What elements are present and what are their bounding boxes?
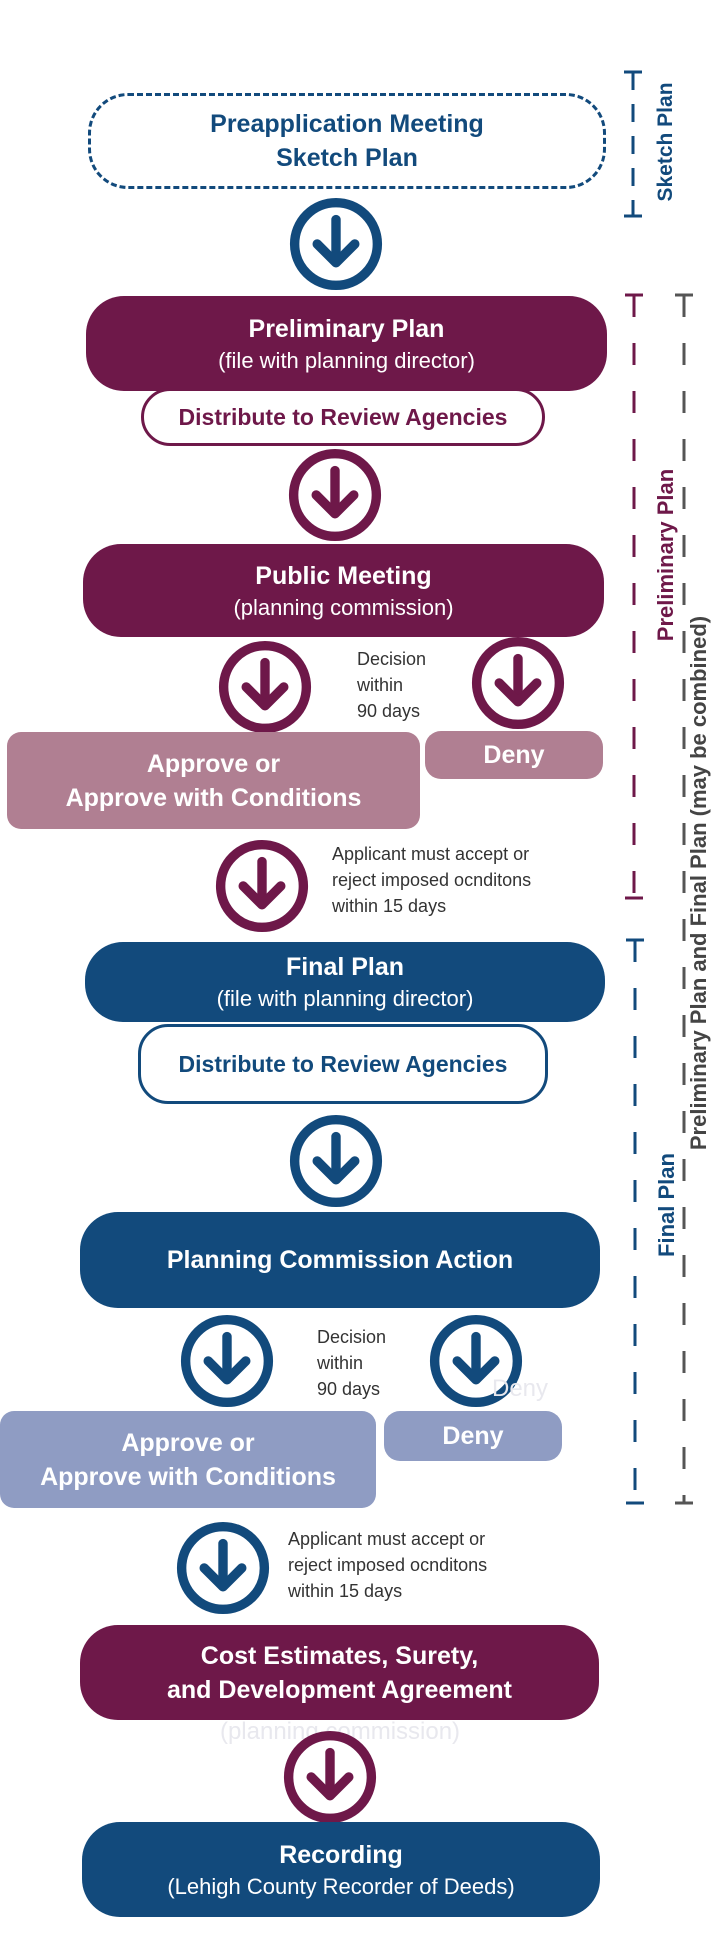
arrow-down-icon [215, 839, 309, 933]
arrow-down-icon [283, 1730, 377, 1824]
recording-box: Recording (Lehigh County Recorder of Dee… [82, 1822, 600, 1917]
accept-note-line: Applicant must accept or [288, 1529, 486, 1549]
planning-commission-action-box: Planning Commission Action [80, 1212, 600, 1308]
approve-line2: Approve with Conditions [40, 1462, 336, 1491]
approve-line2: Approve with Conditions [65, 783, 362, 812]
distribute-review-agencies-1: Distribute to Review Agencies [141, 388, 545, 446]
arrow-down-icon [471, 636, 565, 730]
arrow-down-icon [288, 448, 382, 542]
public-meeting-box: Public Meeting (planning commission) [83, 544, 604, 637]
ghost-deny-text: Deny [492, 1375, 549, 1402]
preliminary-plan-subtitle: (file with planning director) [218, 347, 475, 373]
decision-note-line: Decision [317, 1327, 387, 1347]
arrow-down-icon [429, 1314, 523, 1408]
final-plan-title: Final Plan [285, 953, 405, 981]
preliminary-plan-label: Preliminary Plan [653, 454, 679, 656]
accept-note-line: within 15 days [332, 896, 447, 916]
preapplication-meeting-box: Preapplication Meeting Sketch Plan [88, 93, 606, 189]
decision-note-line: within [317, 1353, 364, 1373]
decision-note-line: within [357, 675, 404, 695]
accept-note-line: Applicant must accept or [332, 844, 530, 864]
approve-box-1: Approve or Approve with Conditions [7, 732, 420, 829]
approve-line1: Approve or [146, 749, 281, 778]
preliminary-plan-title: Preliminary Plan [248, 314, 445, 343]
cost-estimates-line1: Cost Estimates, Surety, [200, 1641, 479, 1670]
arrow-down-icon [218, 640, 312, 734]
sketch-plan-label: Sketch Plan [654, 72, 678, 212]
arrow-down-icon [289, 197, 383, 291]
accept-note-line: reject imposed ocnditons [332, 870, 532, 890]
arrow-down-icon [180, 1314, 274, 1408]
decision-note-2: Decision within 90 days [317, 1324, 427, 1402]
cost-estimates-box: Cost Estimates, Surety, and Development … [80, 1625, 599, 1720]
preapplication-line1: Preapplication Meeting [210, 110, 484, 138]
accept-note-line: reject imposed ocnditons [288, 1555, 488, 1575]
public-meeting-title: Public Meeting [255, 561, 432, 590]
decision-note-line: 90 days [317, 1379, 381, 1399]
deny-box-1: Deny [425, 731, 603, 779]
recording-subtitle: (Lehigh County Recorder of Deeds) [167, 1873, 515, 1899]
approve-line1: Approve or [121, 1428, 255, 1457]
final-plan-subtitle: (file with planning director) [216, 986, 474, 1011]
final-plan-box: Final Plan (file with planning director) [85, 942, 605, 1022]
decision-note-1: Decision within 90 days [357, 646, 477, 724]
accept-note-line: within 15 days [288, 1581, 403, 1601]
deny-label-1: Deny [483, 741, 545, 769]
final-plan-label: Final Plan [654, 1150, 680, 1260]
decision-note-line: 90 days [357, 701, 421, 721]
arrow-down-icon [289, 1114, 383, 1208]
combined-plan-label: Preliminary Plan and Final Plan (may be … [686, 583, 712, 1183]
planning-commission-action-title: Planning Commission Action [166, 1246, 514, 1274]
distribute-review-agencies-2: Distribute to Review Agencies [138, 1024, 548, 1104]
preliminary-plan-box: Preliminary Plan (file with planning dir… [86, 296, 607, 391]
phase-brackets [624, 70, 693, 1505]
accept-note-1: Applicant must accept or reject imposed … [332, 841, 592, 919]
recording-title: Recording [279, 1840, 403, 1869]
decision-note-line: Decision [357, 649, 427, 669]
cost-estimates-line2: and Development Agreement [167, 1675, 512, 1704]
deny-box-2: Deny [384, 1411, 562, 1461]
arrow-down-icon [176, 1521, 270, 1615]
approve-box-2: Approve or Approve with Conditions [0, 1411, 376, 1508]
accept-note-2: Applicant must accept or reject imposed … [288, 1526, 548, 1604]
deny-label-2: Deny [442, 1422, 504, 1450]
public-meeting-subtitle: (planning commission) [233, 594, 454, 620]
preapplication-line2: Sketch Plan [276, 144, 418, 172]
